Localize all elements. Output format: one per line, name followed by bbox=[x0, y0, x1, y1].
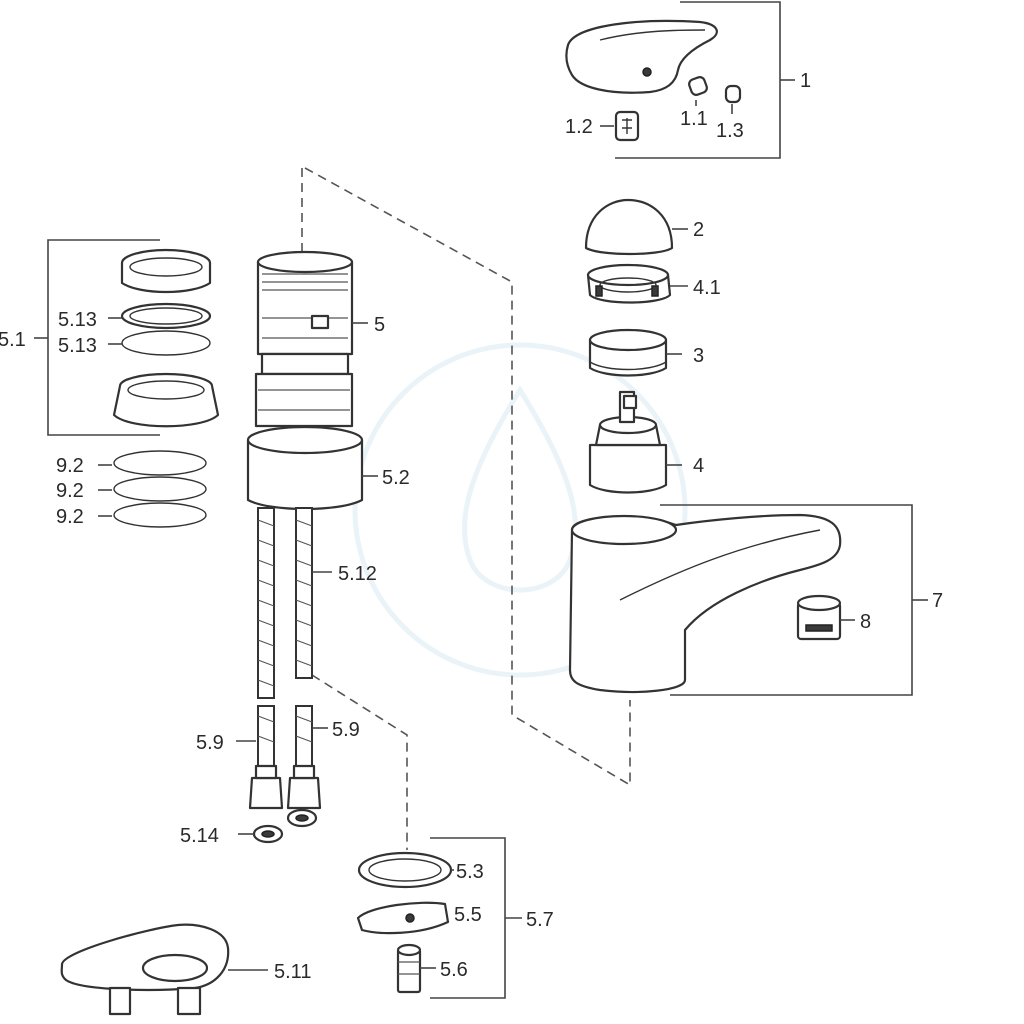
hose-texture bbox=[257, 519, 313, 743]
gasket-5-13-a bbox=[120, 302, 212, 330]
oring-9-2-a bbox=[113, 450, 207, 476]
label-9-2-c: 9.2 bbox=[56, 506, 84, 528]
label-5-9-left: 5.9 bbox=[196, 732, 224, 754]
aerator-8 bbox=[796, 594, 842, 641]
label-5-14: 5.14 bbox=[180, 825, 219, 847]
watermark-logo bbox=[352, 342, 688, 678]
label-5-5: 5.5 bbox=[454, 904, 482, 926]
handle-lever bbox=[565, 19, 718, 94]
label-5-9-right: 5.9 bbox=[332, 719, 360, 741]
cartridge-4 bbox=[588, 390, 668, 494]
support-ring bbox=[112, 372, 220, 428]
clip-1-2 bbox=[614, 110, 640, 142]
ring-top bbox=[120, 248, 212, 294]
label-1-2: 1.2 bbox=[565, 116, 593, 138]
label-8: 8 bbox=[860, 611, 871, 633]
label-5-13-b: 5.13 bbox=[58, 335, 97, 357]
stud-5-6 bbox=[396, 943, 422, 994]
spout-body-7 bbox=[568, 513, 842, 694]
label-4-1: 4.1 bbox=[693, 277, 721, 299]
oring-9-2-b bbox=[113, 476, 207, 502]
sleeve-5-2 bbox=[246, 425, 364, 511]
cap-2 bbox=[584, 198, 674, 256]
hose-right-5-12 bbox=[286, 507, 322, 810]
label-4: 4 bbox=[693, 455, 704, 477]
label-3: 3 bbox=[693, 345, 704, 367]
base-plate-5-11 bbox=[60, 923, 230, 1016]
label-9-2-a: 9.2 bbox=[56, 455, 84, 477]
label-1-1: 1.1 bbox=[680, 108, 708, 130]
label-9-2-b: 9.2 bbox=[56, 480, 84, 502]
plate-5-5 bbox=[356, 901, 450, 935]
assembly-axis-lines bbox=[301, 167, 631, 850]
label-7: 7 bbox=[932, 590, 943, 612]
label-5-3: 5.3 bbox=[456, 861, 484, 883]
label-5-1: 5.1 bbox=[0, 329, 26, 351]
label-5-7: 5.7 bbox=[526, 909, 554, 931]
screw-1-3 bbox=[724, 84, 742, 104]
label-2: 2 bbox=[693, 219, 704, 241]
hose-left-5-9 bbox=[248, 507, 284, 810]
ring-adapter-4-1 bbox=[586, 263, 672, 304]
label-5-11: 5.11 bbox=[274, 961, 311, 983]
body-5 bbox=[254, 250, 354, 428]
washer-5-3 bbox=[357, 851, 453, 889]
label-5-12: 5.12 bbox=[338, 563, 377, 585]
label-5-6: 5.6 bbox=[440, 959, 468, 981]
screw-1-1 bbox=[688, 76, 708, 96]
label-5-2: 5.2 bbox=[382, 467, 410, 489]
label-5-13-a: 5.13 bbox=[58, 309, 97, 331]
label-5: 5 bbox=[374, 314, 385, 336]
label-1: 1 bbox=[800, 70, 811, 92]
label-1-3: 1.3 bbox=[716, 120, 744, 142]
washer-5-14 bbox=[252, 808, 318, 844]
nut-3 bbox=[588, 328, 668, 377]
gasket-5-13-b bbox=[121, 330, 211, 356]
oring-9-2-c bbox=[113, 502, 207, 528]
